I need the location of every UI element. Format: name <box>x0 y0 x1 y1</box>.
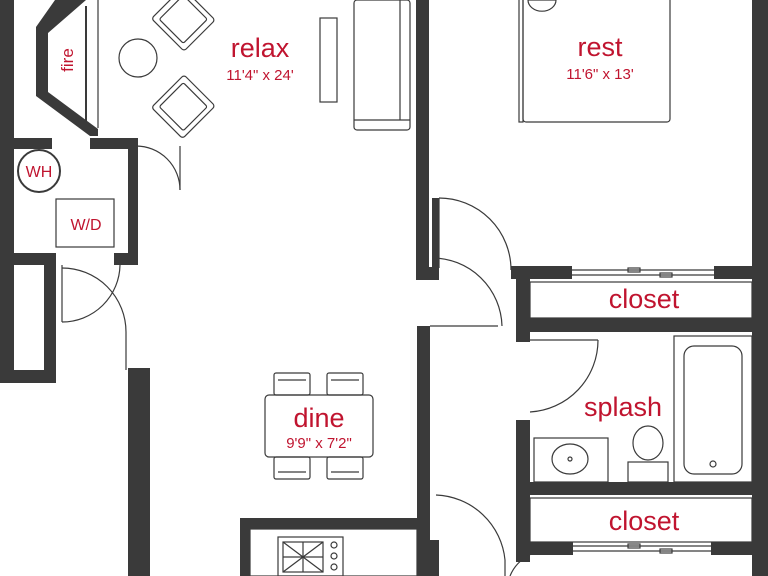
wall-left-stub <box>0 370 50 383</box>
room-name-closet-lower: closet <box>609 506 680 536</box>
closet-upper-space <box>529 281 753 319</box>
wall-bedroom-door-jamb <box>432 198 439 278</box>
rest-furniture <box>518 0 671 123</box>
room-name-splash: splash <box>584 392 662 422</box>
room-name-closet-upper: closet <box>609 284 680 314</box>
washer-dryer <box>55 198 115 248</box>
fireplace-label: fire <box>58 48 77 72</box>
room-name-dine: dine <box>293 403 344 433</box>
wall-wd-bottom-right <box>114 253 138 265</box>
wall-dine-left <box>128 368 150 576</box>
doors <box>47 0 599 576</box>
water-heater-label: WH <box>26 164 53 181</box>
room-name-rest: rest <box>577 32 623 62</box>
wall-bath-bottom <box>516 482 768 495</box>
chair-top-right <box>326 372 364 396</box>
wall-closet2-bottom-right <box>711 542 768 555</box>
wall-kitchen-top <box>240 518 430 529</box>
wall-wh-top <box>0 138 52 149</box>
wall-bottom-stub <box>425 540 439 576</box>
bath-fixtures <box>533 335 753 483</box>
console-table <box>319 17 338 103</box>
water-heater <box>17 149 61 193</box>
toilet-tank <box>627 461 669 483</box>
wall-right-exterior <box>752 0 768 576</box>
closet-doors <box>529 267 753 554</box>
vanity <box>533 437 609 483</box>
wall-dine-right <box>417 326 430 576</box>
fireplace <box>36 0 99 136</box>
washer-dryer-label: W/D <box>70 217 101 234</box>
wall-closet2-bottom-left <box>516 542 573 555</box>
toilet-bowl <box>632 425 664 461</box>
room-name-relax: relax <box>231 33 290 63</box>
chair-bottom-left <box>273 456 311 480</box>
wall-left-closet-divider <box>44 253 56 383</box>
wall-bedroom-left <box>416 0 429 280</box>
armchair-top <box>152 0 215 51</box>
wall-left-exterior <box>0 0 14 383</box>
sofa <box>353 0 411 131</box>
relax-furniture <box>118 0 411 138</box>
bathtub-basin <box>683 345 743 475</box>
kitchen-fixtures <box>249 528 418 576</box>
room-dims-relax: 11'4" x 24' <box>226 67 294 84</box>
utility-fixtures <box>17 149 115 248</box>
sink-drain <box>567 456 573 462</box>
kitchen-counter <box>249 528 418 576</box>
side-table <box>118 38 158 78</box>
wall-kitchen-left <box>240 518 250 576</box>
chair-bottom-right <box>326 456 364 480</box>
dining-table <box>264 394 374 458</box>
fireplace-hearth-wall <box>36 0 98 136</box>
room-dims-dine: 9'9" x 7'2" <box>286 435 352 452</box>
sink <box>551 443 589 475</box>
wall-wh-top-right <box>90 138 138 149</box>
bathtub-outer <box>673 335 753 483</box>
range <box>277 536 344 576</box>
bathtub-drain <box>709 460 717 468</box>
chair-top-left <box>273 372 311 396</box>
wall-closet-bottom <box>516 318 768 332</box>
labels: fire WH W/D relax 11'4" x 24' rest 11'6"… <box>26 32 680 536</box>
closet-lower-space <box>529 497 753 543</box>
armchair-bottom <box>152 75 215 138</box>
room-dims-rest: 11'6" x 13' <box>566 66 634 83</box>
wall-wd-right <box>128 138 138 265</box>
dine-furniture <box>264 372 374 480</box>
bed-frame <box>518 0 524 123</box>
